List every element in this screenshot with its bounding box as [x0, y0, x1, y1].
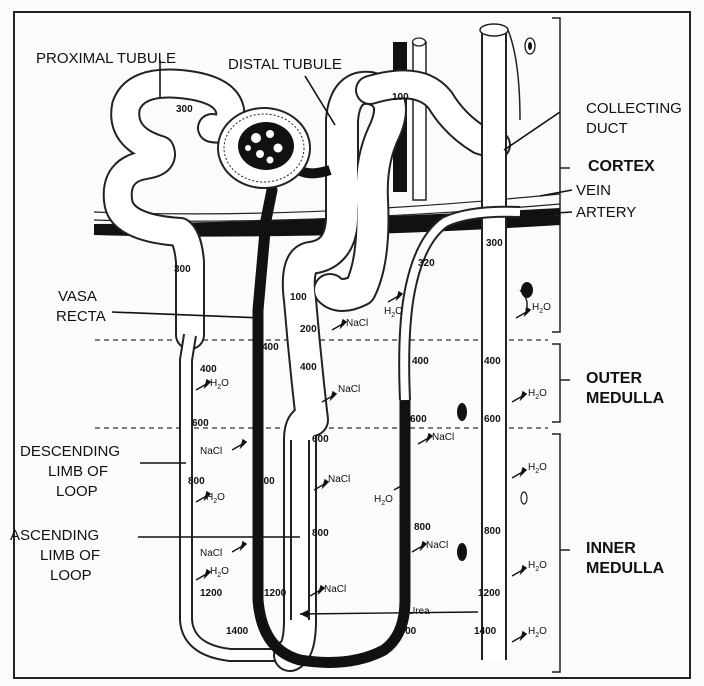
- nacl-label: NaCl: [200, 446, 222, 457]
- label-collecting-duct-line1: COLLECTING: [586, 100, 682, 118]
- cortex-bracket: [552, 18, 560, 332]
- nacl-label: NaCl: [328, 474, 350, 485]
- osm-proximal-300: 300: [176, 104, 193, 115]
- nacl-label: NaCl: [432, 432, 454, 443]
- osm-distal-100: 100: [392, 92, 409, 103]
- osm-dt-320: 320: [418, 258, 435, 269]
- h2o-label: H2O: [210, 378, 229, 391]
- urea-arrow: [300, 612, 478, 614]
- osm-cd-800: 800: [484, 526, 501, 537]
- osm-ascending-100: 100: [290, 292, 307, 303]
- osm-bottom-1400-left: 1400: [226, 626, 248, 637]
- osm-descending-600: 600: [192, 418, 209, 429]
- osm-vasa-400: 400: [262, 342, 279, 353]
- h2o-label: H2O: [206, 492, 225, 505]
- osm-descending-800: 800: [188, 476, 205, 487]
- inner-medulla-bracket: [552, 434, 560, 672]
- label-vasa-recta-line1: VASA: [58, 288, 97, 306]
- label-cortex: CORTEX: [588, 158, 655, 176]
- descending-limb: [186, 335, 290, 655]
- label-descending-line2: LIMB OF: [48, 463, 108, 481]
- vertical-vein: [413, 42, 426, 200]
- label-ascending-line2: LIMB OF: [40, 547, 100, 565]
- label-inner-medulla-line2: MEDULLA: [586, 560, 664, 578]
- proximal-tubule: [118, 83, 230, 335]
- osm-vasa-800: 800: [258, 476, 275, 487]
- nacl-label: NaCl: [426, 540, 448, 551]
- osm-ascending-800: 800: [312, 528, 329, 539]
- osm-cd-600: 600: [484, 414, 501, 425]
- label-distal-tubule: DISTAL TUBULE: [228, 56, 342, 74]
- osm-descending-1200: 1200: [200, 588, 222, 599]
- label-artery: ARTERY: [576, 204, 636, 222]
- label-descending-line3: LOOP: [56, 483, 98, 501]
- h2o-label: H2O: [384, 306, 403, 319]
- label-vasa-recta-line2: RECTA: [56, 308, 106, 326]
- osm-vasa2-400: 400: [412, 356, 429, 367]
- h2o-label: H2O: [528, 462, 547, 475]
- osm-cd-300: 300: [486, 238, 503, 249]
- label-ascending-line3: LOOP: [50, 567, 92, 585]
- osm-vasa2-600: 600: [410, 414, 427, 425]
- osm-ascending-600: 600: [312, 434, 329, 445]
- label-proximal-tubule: PROXIMAL TUBULE: [36, 50, 176, 68]
- label-inner-medulla-line1: INNER: [586, 540, 636, 558]
- osm-ascending-400: 400: [300, 362, 317, 373]
- osm-cd-1200: 1200: [478, 588, 500, 599]
- nacl-label: NaCl: [200, 548, 222, 559]
- h2o-label: H2O: [528, 388, 547, 401]
- osm-bottom-1400-right: 1400: [394, 626, 416, 637]
- outer-medulla-bracket: [552, 344, 560, 422]
- osm-vasa-1200: 1200: [264, 588, 286, 599]
- osm-cd-400: 400: [484, 356, 501, 367]
- osm-cd-1400: 1400: [474, 626, 496, 637]
- h2o-label: H2O: [528, 560, 547, 573]
- label-descending-line1: DESCENDING: [20, 443, 120, 461]
- label-vein: VEIN: [576, 182, 611, 200]
- h2o-label: H2O: [210, 566, 229, 579]
- osm-ascending-200: 200: [300, 324, 317, 335]
- label-outer-medulla-line1: OUTER: [586, 370, 642, 388]
- nacl-label: NaCl: [338, 384, 360, 395]
- nacl-label: NaCl: [324, 584, 346, 595]
- h2o-label: H2O: [374, 494, 393, 507]
- osm-descending-400: 400: [200, 364, 217, 375]
- label-collecting-duct-line2: DUCT: [586, 120, 628, 138]
- nacl-label: NaCl: [346, 318, 368, 329]
- h2o-label: H2O: [532, 302, 551, 315]
- h2o-label: H2O: [528, 626, 547, 639]
- label-outer-medulla-line2: MEDULLA: [586, 390, 664, 408]
- osm-vasa2-800: 800: [414, 522, 431, 533]
- osm-descending-300: 300: [174, 264, 191, 275]
- label-urea: Urea: [408, 606, 430, 617]
- label-ascending-line1: ASCENDING: [10, 527, 99, 545]
